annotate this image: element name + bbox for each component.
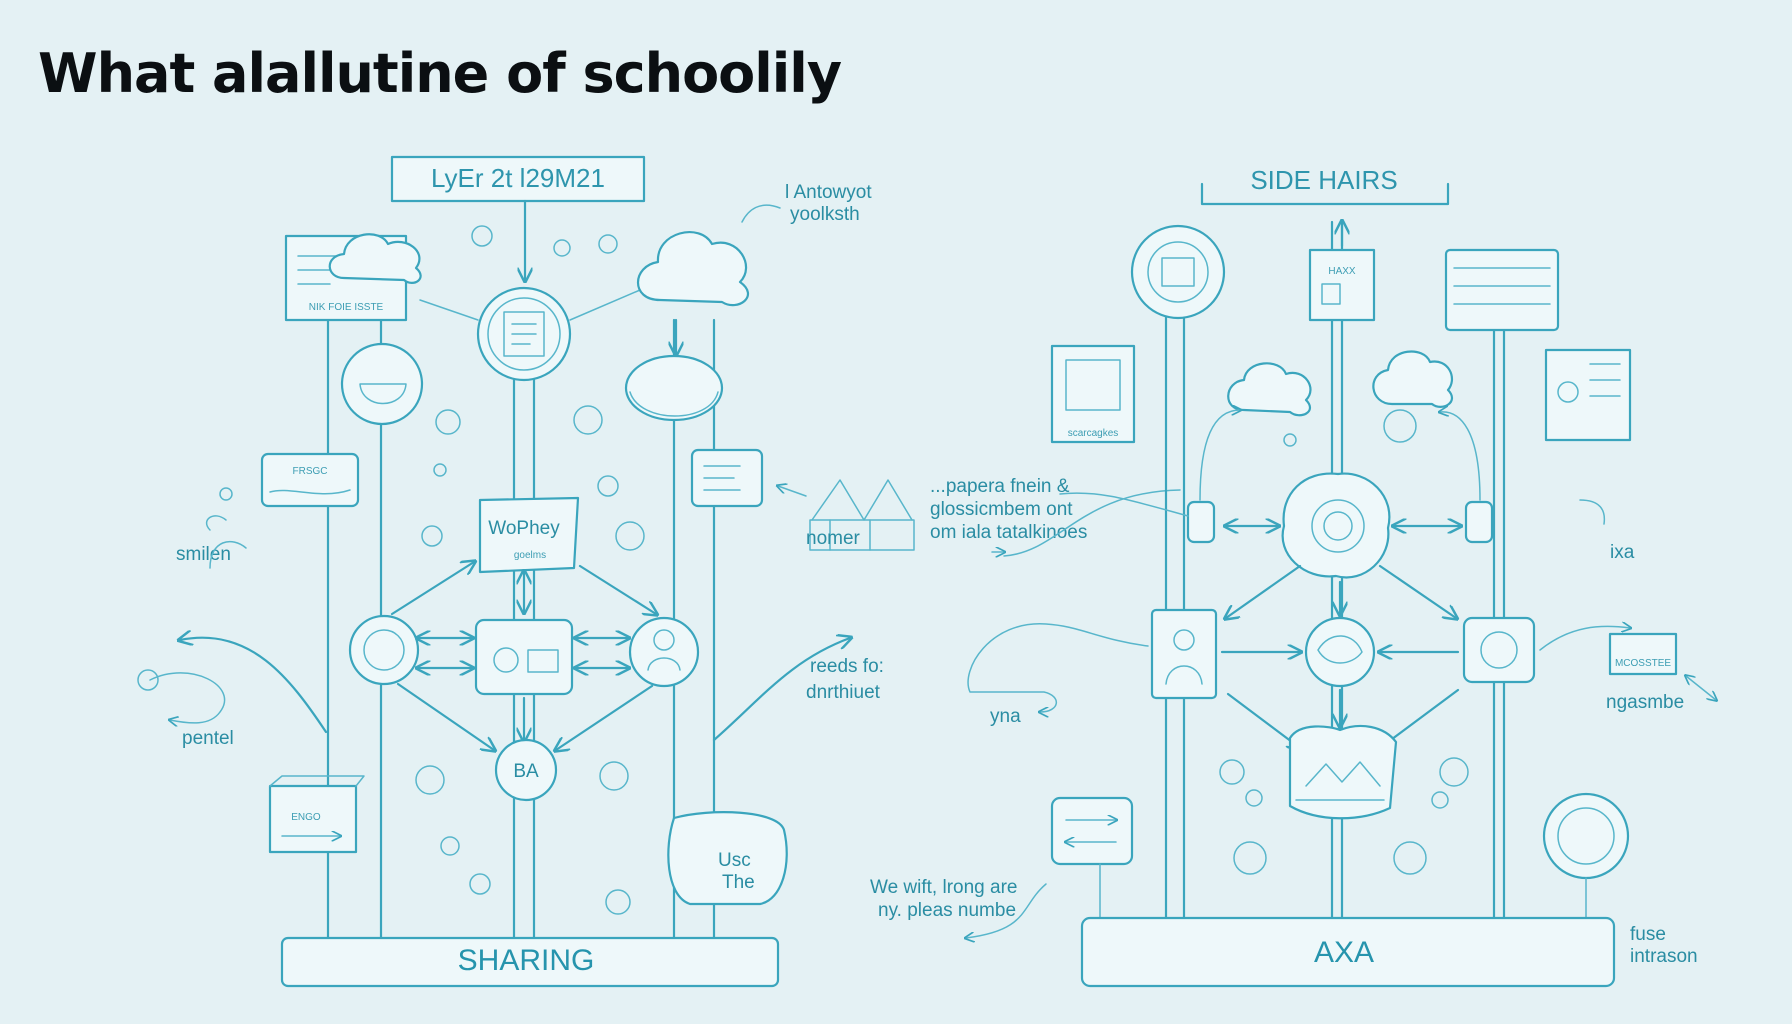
annotation-wewift-line1: We wift, lrong are <box>870 877 1017 898</box>
left-top-box <box>390 155 646 203</box>
person-card-icon <box>1150 608 1218 700</box>
left-side-box-caption: FRSGC <box>293 466 328 477</box>
paper-note-line3: om iala tatalkinoes <box>930 522 1087 543</box>
center-hex-node <box>478 496 580 574</box>
center-hex-line2: goelms <box>514 550 546 561</box>
bowl-right-icon <box>624 354 724 422</box>
crate-caption: ENGO <box>291 812 321 823</box>
node-bottom-icon <box>494 738 558 802</box>
note-arrow <box>741 204 781 223</box>
left-top-box-label: LyEr 2t l29M21 <box>431 163 605 193</box>
sharing-bar-label: SHARING <box>458 944 595 977</box>
building-sketch <box>809 479 915 551</box>
annotation-wewift-line2: ny. pleas numbe <box>878 900 1016 921</box>
valve-left-icon <box>1186 500 1216 544</box>
paper-note-line1: ...papera fnein & <box>930 476 1070 497</box>
paper-note-line2: glossicmbem ont <box>930 499 1073 520</box>
cloud-right-1-icon <box>1227 362 1312 417</box>
annotation-fuse-line1: fuse <box>1630 924 1666 945</box>
annotation-smilen: smilen <box>176 544 231 565</box>
node-center-box <box>474 618 574 696</box>
face-icon <box>1542 792 1630 880</box>
node-bottom-label: BA <box>513 761 539 782</box>
annotation-fuse-line2: intrason <box>1630 946 1698 967</box>
gear-small-icon <box>1383 409 1417 443</box>
node-right-person-icon <box>628 616 700 688</box>
doc-card-caption: NIK FOIE ISSTE <box>309 302 384 313</box>
right-diagram: SIDE HAIRS HAXX scarcagkes <box>870 165 1716 988</box>
doodles-left <box>137 225 645 915</box>
frame-caption: scarcagkes <box>1068 428 1119 439</box>
annotation-ngasmbe: ngasmbe <box>1606 692 1684 713</box>
doc-right-icon <box>1544 348 1632 442</box>
scroll-line2: The <box>722 872 755 893</box>
small-card-caption: MCOSSTEE <box>1615 658 1671 669</box>
doodles-right <box>1219 433 1469 875</box>
small-card-icon <box>1608 632 1678 676</box>
annotation-pentel: pentel <box>182 728 234 749</box>
sharing-bar <box>280 936 780 988</box>
left-diagram: LyEr 2t l29M21 l Antowyot yoolksth NIK F… <box>137 155 915 988</box>
annotation-yna: yna <box>990 706 1021 727</box>
right-panel-caption: HAXX <box>1328 266 1356 277</box>
annotation-reeds-line2: dnrthiuet <box>806 682 881 703</box>
right-top-box-label: SIDE HAIRS <box>1250 165 1397 195</box>
node-left-icon <box>348 614 420 686</box>
annotation-nomer: nomer <box>806 528 861 549</box>
smile-box-icon <box>1462 616 1536 684</box>
axa-bar <box>1080 916 1616 988</box>
device-icon <box>1050 796 1134 866</box>
gauge-icon <box>1130 224 1226 320</box>
center-hub-icon <box>1281 472 1391 579</box>
left-top-note-line2: yoolksth <box>790 204 860 225</box>
scroll-line1: Usc <box>718 850 751 871</box>
grid-screen-icon <box>1444 248 1560 332</box>
page-title: What alallutine of schoolily <box>38 42 842 105</box>
brain-icon <box>1304 616 1376 688</box>
left-top-note-line1: l Antowyot <box>785 182 872 203</box>
axa-bar-label: AXA <box>1314 936 1374 969</box>
right-top-box <box>1200 182 1450 206</box>
cloud-right-icon <box>636 231 749 307</box>
annotation-ixa: ixa <box>1610 542 1635 563</box>
middle-note: ...papera fnein & glossicmbem ont om ial… <box>930 476 1181 556</box>
scroll-icon <box>667 811 788 906</box>
cloud-icon <box>328 233 422 284</box>
right-panel <box>1308 248 1376 322</box>
annotation-reeds-line1: reeds fo: <box>810 656 884 677</box>
landscape-icon <box>1288 724 1398 820</box>
left-side-box <box>260 452 360 508</box>
center-hex-line1: WoPhey <box>488 518 560 539</box>
valve-right-icon <box>1464 500 1494 544</box>
cloud-right-2-icon <box>1372 350 1454 408</box>
